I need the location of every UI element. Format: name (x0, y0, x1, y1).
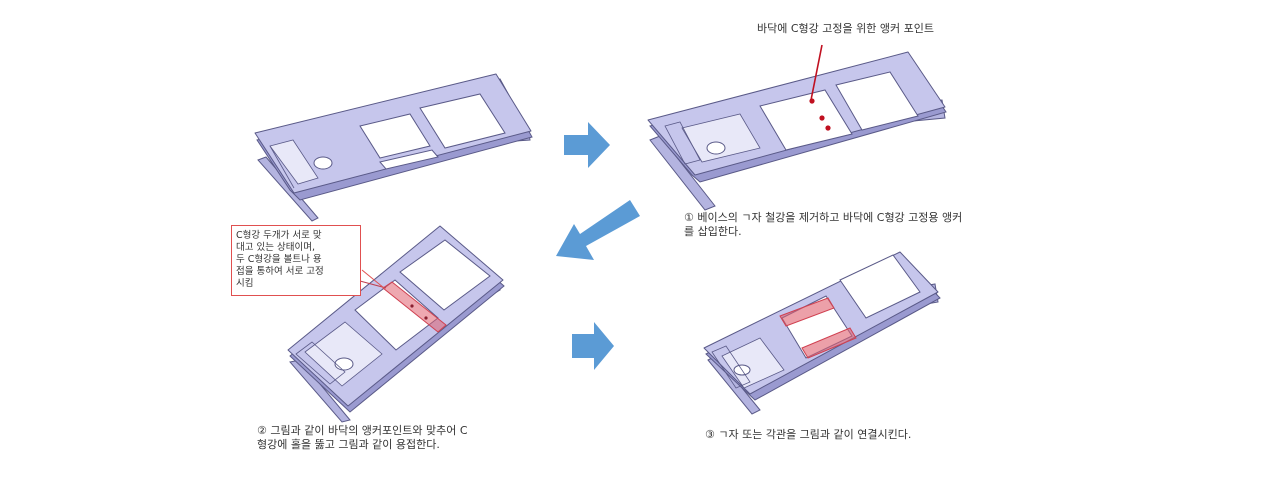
anchor-leader-line (810, 44, 823, 101)
anchor-point (809, 98, 815, 104)
anchor-point (825, 125, 831, 131)
c-channel-note-box: C형강 두개가 서로 맞 대고 있는 상태이며, 두 C형강을 볼트나 용 접을… (231, 225, 361, 296)
frame-3-base (287, 225, 505, 423)
note-line: 접을 통하여 서로 고정 (236, 266, 324, 277)
note-line: 대고 있는 상태이며, (236, 242, 315, 253)
note-line: C형강 두개가 서로 맞 (236, 230, 322, 241)
step-3-caption: ③ ㄱ자 또는 각관을 그림과 같이 연결시킨다. (705, 428, 911, 442)
arrow-down-left-icon (556, 200, 640, 260)
note-line: 시킴 (236, 278, 254, 289)
anchor-point-label: 바닥에 C형강 고정을 위한 앵커 포인트 (757, 22, 934, 35)
connecting-beams-highlight (779, 297, 857, 359)
welded-c-channel-highlight (359, 280, 447, 333)
anchor-points (809, 44, 831, 131)
arrow-right-icon (572, 322, 614, 370)
frame-4-base (703, 251, 941, 415)
arrow-right-icon (564, 122, 610, 168)
caption-line: ① 베이스의 ㄱ자 철강을 제거하고 바닥에 C형강 고정용 앵커 (684, 211, 963, 224)
step-2-caption: ② 그림과 같이 바닥의 앵커포인트와 맞추어 C 형강에 홀을 뚫고 그림과 … (257, 424, 468, 452)
step-1-caption: ① 베이스의 ㄱ자 철강을 제거하고 바닥에 C형강 고정용 앵커 를 삽입한다… (684, 211, 962, 239)
caption-line: 형강에 홀을 뚫고 그림과 같이 용접한다. (257, 438, 440, 451)
caption-line: 를 삽입한다. (684, 225, 742, 238)
note-line: 두 C형강을 볼트나 용 (236, 254, 322, 265)
anchor-point (819, 115, 825, 121)
caption-line: ② 그림과 같이 바닥의 앵커포인트와 맞추어 C (257, 424, 468, 437)
caption-line: ③ ㄱ자 또는 각관을 그림과 같이 연결시킨다. (705, 428, 912, 441)
frame-2-base (647, 51, 947, 211)
note-leader-line (361, 269, 385, 289)
frame-1-base (254, 73, 533, 222)
